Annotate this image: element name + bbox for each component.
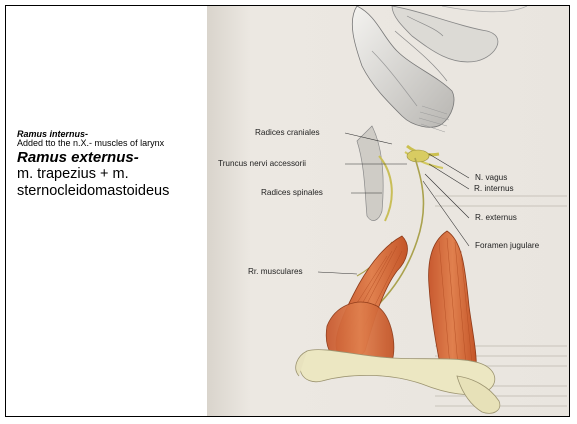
- text-column: Ramus internus- Added tto the n.X.- musc…: [17, 129, 202, 199]
- ramus-externus-text: m. trapezius + m. sternocleidomastoideus: [17, 166, 202, 199]
- label-radices-spinales: Radices spinales: [261, 188, 323, 197]
- slide-frame: Ramus internus- Added tto the n.X.- musc…: [5, 5, 570, 417]
- anatomy-figure: Radices craniales Truncus nervi accessor…: [207, 6, 570, 416]
- ramus-internus-text: Added tto the n.X.- muscles of larynx: [17, 139, 202, 148]
- label-r-internus: R. internus: [474, 184, 514, 193]
- label-n-vagus: N. vagus: [475, 173, 507, 182]
- label-r-externus: R. externus: [475, 213, 517, 222]
- label-rr-musculares: Rr. musculares: [248, 267, 303, 276]
- label-truncus-nervi-accessorii: Truncus nervi accessorii: [218, 159, 306, 168]
- ramus-externus-title: Ramus externus-: [17, 149, 202, 166]
- anatomy-illustration: [207, 6, 570, 416]
- label-radices-craniales: Radices craniales: [255, 128, 320, 137]
- label-foramen-jugulare: Foramen jugulare: [475, 241, 539, 250]
